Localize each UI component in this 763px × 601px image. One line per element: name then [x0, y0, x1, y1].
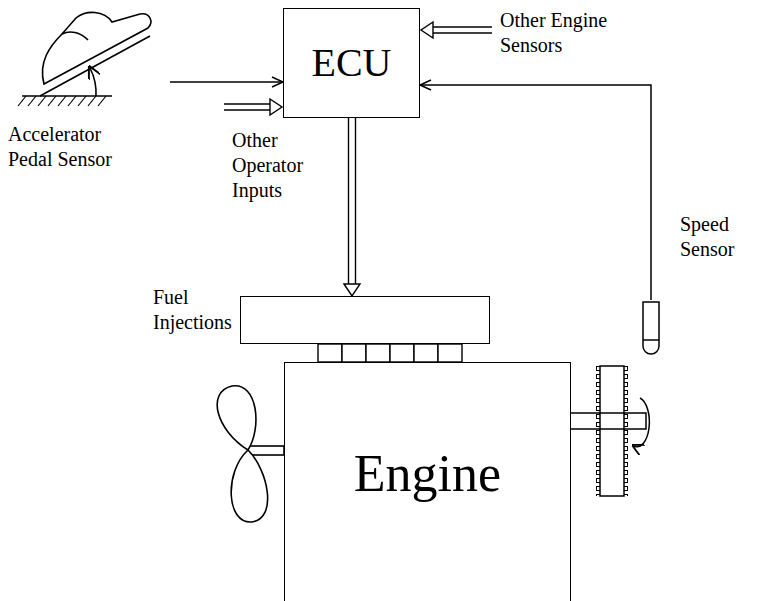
connector-line — [349, 118, 355, 284]
flywheel-gear — [570, 366, 649, 496]
node-label: Speed Sensor — [680, 212, 752, 262]
connector-line — [420, 85, 651, 300]
connector-line — [170, 81, 283, 83]
signal-connector — [170, 77, 283, 87]
component-node: Accelerator Pedal Sensor — [8, 10, 170, 172]
node-label: Accelerator Pedal Sensor — [8, 122, 143, 172]
arrow-head — [420, 80, 431, 90]
node-label: Fuel Injections — [153, 285, 233, 335]
fan — [217, 386, 284, 522]
input-arrow — [421, 22, 492, 38]
signal-connector — [344, 118, 360, 296]
connector-line — [348, 118, 356, 284]
speed-sensor — [643, 302, 659, 354]
arrow-head — [272, 77, 283, 87]
node-label: ECU — [312, 38, 392, 88]
arrow-head — [344, 284, 360, 296]
accelerator-pedal — [18, 12, 151, 106]
signal-connector — [420, 80, 651, 300]
process-box: Fuel Injections — [240, 296, 490, 344]
process-box: Engine — [284, 362, 571, 601]
component-node: Speed Sensor — [641, 300, 661, 356]
input-arrow — [224, 99, 282, 115]
node-label: Engine — [354, 441, 501, 506]
signal-label: Other Engine Sensors — [500, 8, 630, 58]
signal-label: Other Operator Inputs — [232, 128, 322, 203]
process-box: ECU — [283, 8, 420, 118]
injector-block — [318, 344, 462, 362]
